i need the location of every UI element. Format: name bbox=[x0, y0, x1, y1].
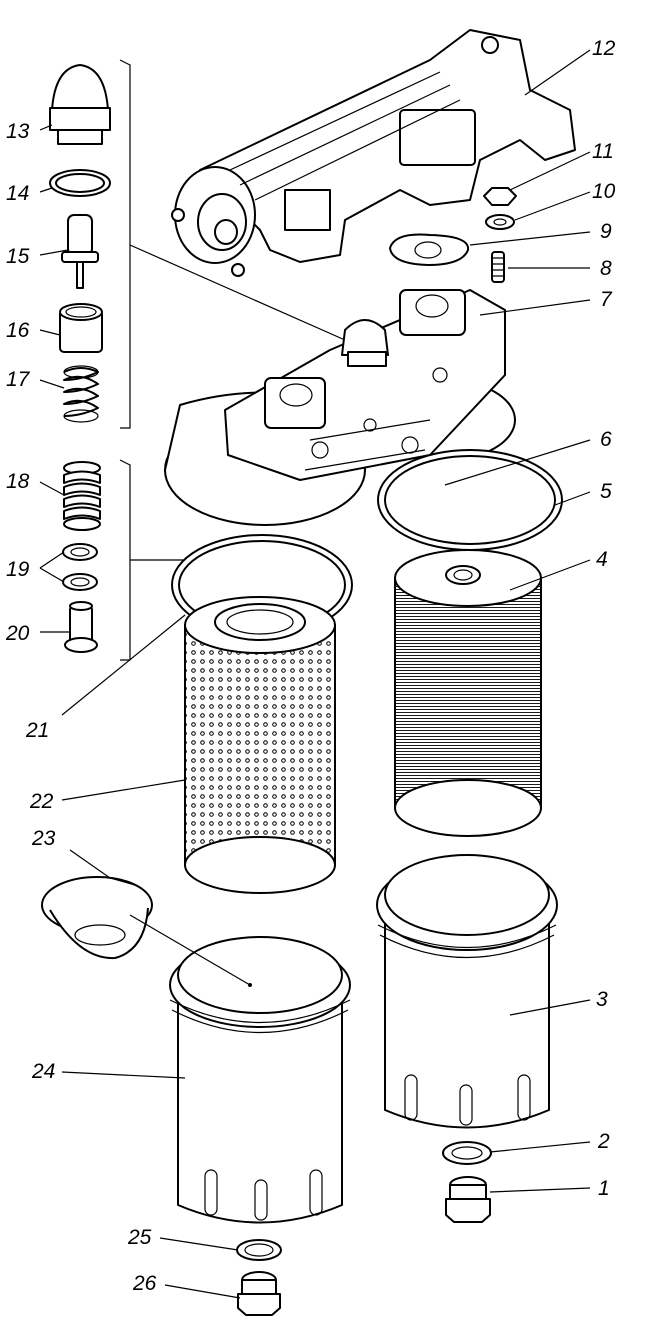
label-15: 15 bbox=[6, 245, 30, 268]
label-6: 6 bbox=[600, 428, 612, 451]
part-labels: 12 11 10 9 8 7 6 5 4 3 2 1 13 14 15 16 1… bbox=[5, 37, 616, 1295]
label-20: 20 bbox=[5, 622, 30, 645]
label-18: 18 bbox=[6, 470, 30, 493]
part-3-cup bbox=[376, 854, 558, 1129]
part-12-heat-exchanger bbox=[171, 29, 576, 277]
part-2-washer bbox=[442, 1141, 492, 1165]
part-9-gasket bbox=[389, 233, 470, 266]
part-7-housing bbox=[164, 289, 516, 526]
part-5-seal-ring bbox=[377, 449, 563, 551]
part-11-nut bbox=[483, 187, 517, 206]
part-15-valve bbox=[61, 214, 99, 289]
label-7: 7 bbox=[600, 288, 613, 311]
leader-lines bbox=[39, 49, 591, 1299]
label-9: 9 bbox=[600, 220, 612, 243]
part-14-seal-ring bbox=[49, 169, 111, 197]
label-13: 13 bbox=[6, 120, 30, 143]
part-20-sleeve bbox=[64, 601, 98, 653]
part-26-plug bbox=[237, 1271, 281, 1316]
part-1-plug bbox=[445, 1176, 491, 1223]
label-14: 14 bbox=[6, 182, 29, 205]
label-11: 11 bbox=[592, 140, 614, 163]
label-8: 8 bbox=[600, 257, 612, 280]
label-19: 19 bbox=[6, 558, 30, 581]
label-2: 2 bbox=[597, 1130, 610, 1153]
label-24: 24 bbox=[31, 1060, 55, 1083]
part-8-stud bbox=[491, 251, 505, 283]
part-16-bushing bbox=[59, 303, 103, 353]
part-22-filter-element bbox=[184, 596, 336, 894]
label-26: 26 bbox=[132, 1272, 157, 1295]
part-13-cap-nut bbox=[49, 64, 111, 145]
part-18-spring bbox=[63, 461, 101, 531]
label-23: 23 bbox=[31, 827, 56, 850]
label-21: 21 bbox=[25, 719, 49, 742]
part-4-filter-element bbox=[394, 549, 542, 837]
label-25: 25 bbox=[127, 1226, 152, 1249]
part-19-washers bbox=[62, 543, 98, 591]
part-23-screen bbox=[41, 849, 153, 960]
label-22: 22 bbox=[29, 790, 54, 813]
label-16: 16 bbox=[6, 319, 30, 342]
part-10-washer bbox=[485, 214, 515, 230]
label-4: 4 bbox=[596, 548, 608, 571]
part-24-cup bbox=[169, 936, 351, 1224]
label-3: 3 bbox=[596, 988, 608, 1011]
label-1: 1 bbox=[598, 1177, 610, 1200]
part-17-spring bbox=[63, 365, 99, 423]
label-10: 10 bbox=[592, 180, 616, 203]
label-5: 5 bbox=[600, 480, 612, 503]
label-17: 17 bbox=[6, 368, 31, 391]
part-25-washer bbox=[236, 1239, 282, 1261]
label-12: 12 bbox=[592, 37, 616, 60]
